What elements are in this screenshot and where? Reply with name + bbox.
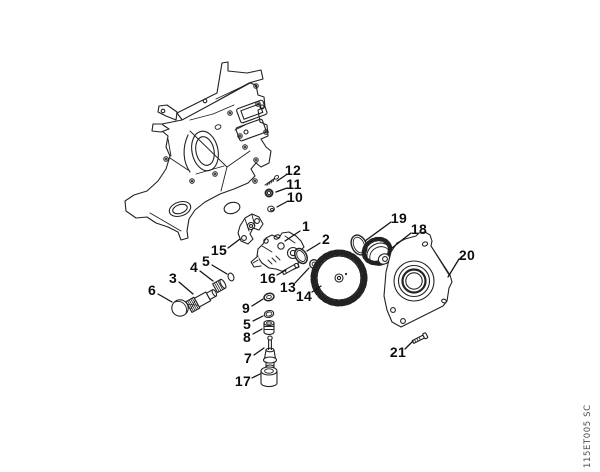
part-label-5a: 5 — [201, 253, 211, 269]
crankcase-drawing — [124, 61, 272, 241]
plug-10-drawing — [267, 205, 275, 213]
part-label-16: 16 — [259, 270, 277, 286]
part-label-1: 1 — [301, 218, 311, 234]
pin-16-drawing — [281, 262, 300, 276]
part-label-17: 17 — [234, 373, 252, 389]
part-label-5b: 5 — [242, 316, 252, 332]
leader-lines — [157, 174, 460, 379]
part-label-2: 2 — [321, 231, 331, 247]
oil-pump-body-drawing — [250, 231, 305, 273]
part-label-7: 7 — [243, 350, 253, 366]
part-label-13: 13 — [279, 279, 297, 295]
grooved-piston-8-drawing — [263, 320, 275, 335]
valve-piston-3-drawing — [185, 289, 218, 313]
part-label-12: 12 — [284, 162, 302, 178]
drawing-code: 115ET005 SC — [583, 404, 593, 468]
part-label-20: 20 — [458, 247, 476, 263]
ring-9-drawing — [263, 292, 275, 302]
ring-5b-drawing — [263, 309, 275, 319]
washer-11-drawing — [264, 188, 274, 198]
part-label-9: 9 — [241, 300, 251, 316]
part-label-11: 11 — [286, 176, 302, 192]
pump-piston-7-drawing — [262, 335, 278, 370]
o-ring-2-drawing — [294, 247, 308, 265]
mounting-bracket-drawing — [237, 213, 264, 245]
part-label-14: 14 — [295, 288, 313, 304]
part-label-21: 21 — [389, 344, 407, 360]
part-label-19: 19 — [390, 210, 408, 226]
screw-12-drawing — [264, 174, 280, 186]
part-label-10: 10 — [286, 189, 304, 205]
ring-5a-drawing — [227, 272, 235, 282]
worm-sprocket-drawing — [310, 249, 368, 307]
screw-21-drawing — [411, 332, 429, 344]
bevel-gear-drawing — [361, 236, 393, 266]
part-label-8: 8 — [242, 329, 252, 345]
knurled-nut-4-drawing — [212, 278, 227, 294]
cover-plate-drawing — [383, 231, 453, 328]
part-label-6: 6 — [147, 282, 157, 298]
part-label-18: 18 — [410, 221, 428, 237]
bolt-holes — [163, 83, 269, 184]
part-label-15: 15 — [210, 242, 228, 258]
cap-6-drawing — [171, 299, 189, 317]
part-label-4: 4 — [189, 259, 199, 275]
bushing-17-drawing — [260, 366, 278, 388]
part-label-3: 3 — [168, 270, 178, 286]
